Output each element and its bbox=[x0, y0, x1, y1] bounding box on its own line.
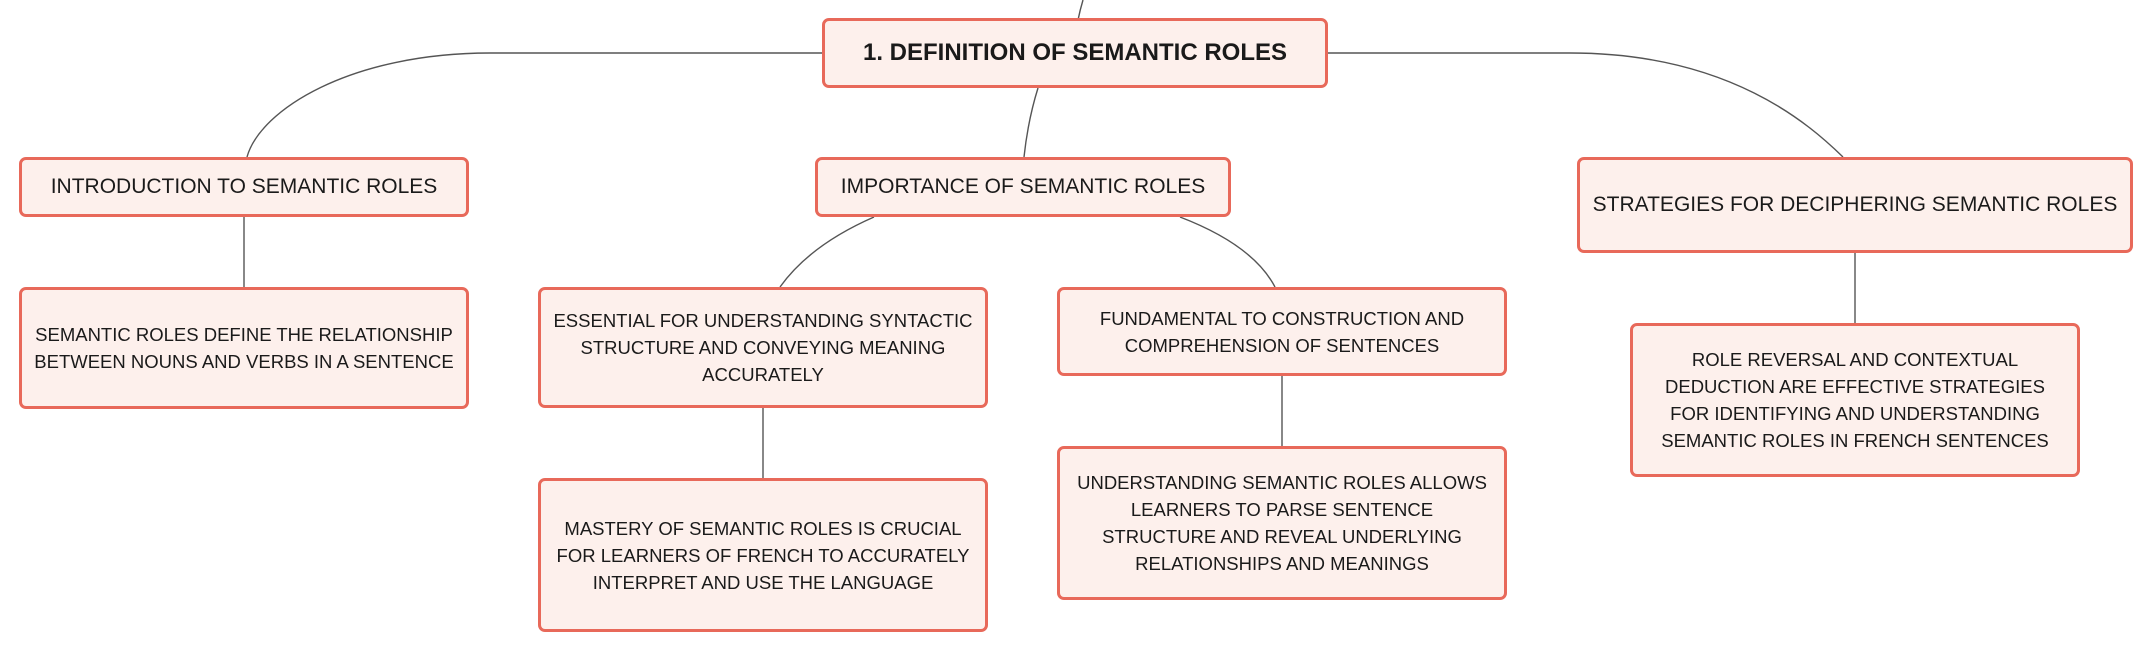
topic-node-importance[interactable]: IMPORTANCE OF SEMANTIC ROLES bbox=[815, 157, 1231, 217]
topic-node-label: INTRODUCTION TO SEMANTIC ROLES bbox=[50, 175, 438, 198]
detail-node-text: MASTERY OF SEMANTIC ROLES IS CRUCIAL FOR… bbox=[556, 517, 970, 593]
connector-root-to-strategies bbox=[1328, 52, 1844, 158]
detail-node-introduction[interactable]: SEMANTIC ROLES DEFINE THE RELATIONSHIP B… bbox=[19, 287, 469, 409]
detail-node-mastery[interactable]: MASTERY OF SEMANTIC ROLES IS CRUCIAL FOR… bbox=[538, 478, 988, 632]
detail-node-understanding[interactable]: UNDERSTANDING SEMANTIC ROLES ALLOWS LEAR… bbox=[1057, 446, 1507, 600]
detail-node-text: SEMANTIC ROLES DEFINE THE RELATIONSHIP B… bbox=[34, 324, 454, 372]
detail-node-strategies[interactable]: ROLE REVERSAL AND CONTEXTUAL DEDUCTION A… bbox=[1630, 323, 2080, 477]
subtopic-node-label: ESSENTIAL FOR UNDERSTANDING SYNTACTIC ST… bbox=[553, 310, 973, 385]
topic-node-introduction[interactable]: INTRODUCTION TO SEMANTIC ROLES bbox=[19, 157, 469, 217]
topic-node-strategies[interactable]: STRATEGIES FOR DECIPHERING SEMANTIC ROLE… bbox=[1577, 157, 2133, 253]
connector-root-to-parent bbox=[1077, 0, 1084, 21]
connector-root-to-introduction bbox=[246, 52, 822, 158]
subtopic-node-fundamental[interactable]: FUNDAMENTAL TO CONSTRUCTION AND COMPREHE… bbox=[1057, 287, 1507, 376]
subtopic-node-essential[interactable]: ESSENTIAL FOR UNDERSTANDING SYNTACTIC ST… bbox=[538, 287, 988, 408]
root-node-label: 1. DEFINITION OF SEMANTIC ROLES bbox=[862, 39, 1288, 66]
subtopic-node-label: FUNDAMENTAL TO CONSTRUCTION AND COMPREHE… bbox=[1099, 307, 1465, 356]
topic-node-label: IMPORTANCE OF SEMANTIC ROLES bbox=[840, 175, 1206, 198]
detail-node-text: UNDERSTANDING SEMANTIC ROLES ALLOWS LEAR… bbox=[1077, 472, 1487, 574]
detail-node-text: ROLE REVERSAL AND CONTEXTUAL DEDUCTION A… bbox=[1661, 349, 2049, 451]
connector-root-to-importance bbox=[1023, 87, 1039, 158]
connector-importance-to-essential bbox=[779, 216, 875, 288]
connector-importance-to-fundamental bbox=[1179, 216, 1276, 288]
root-node-definition-of-semantic-roles[interactable]: 1. DEFINITION OF SEMANTIC ROLES bbox=[822, 18, 1328, 88]
topic-node-label: STRATEGIES FOR DECIPHERING SEMANTIC ROLE… bbox=[1592, 193, 2118, 216]
